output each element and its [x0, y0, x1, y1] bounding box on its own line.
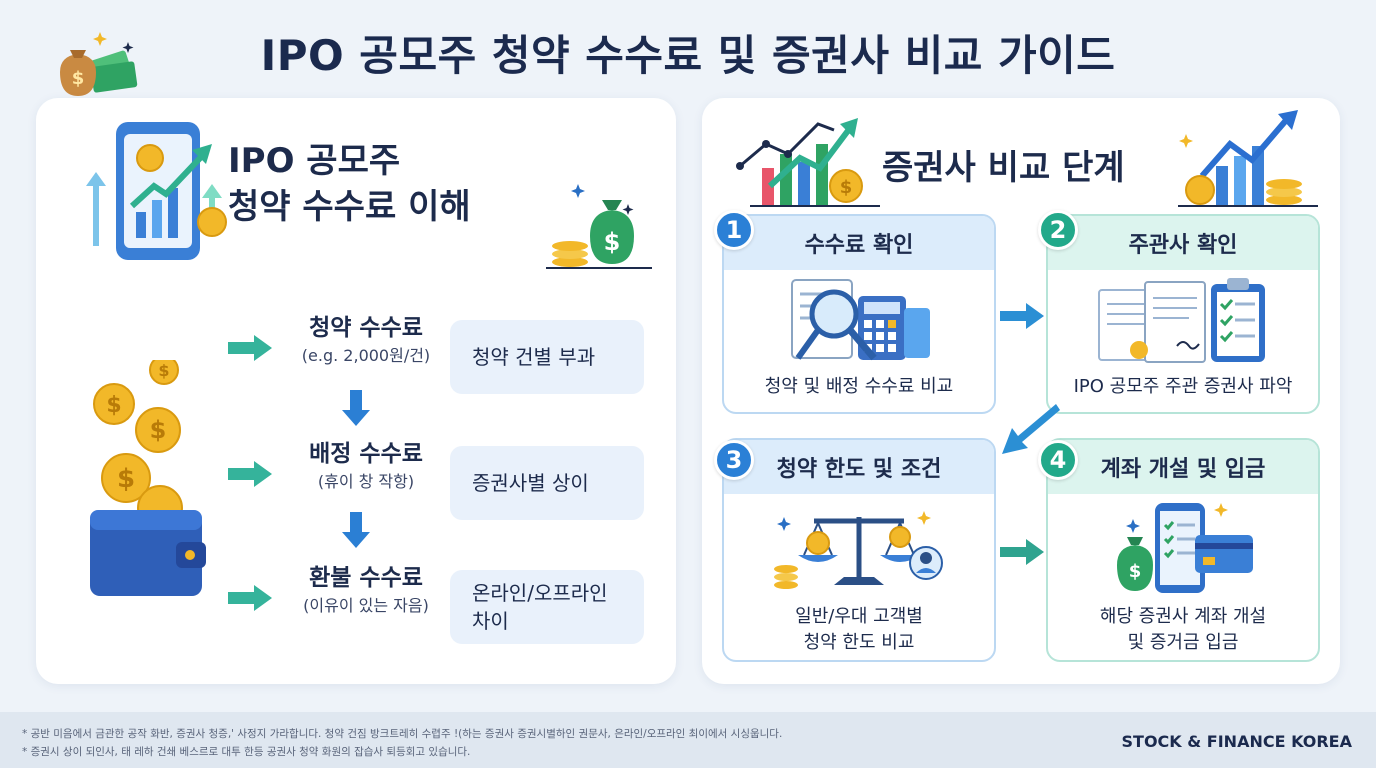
svg-text:$: $: [150, 416, 167, 444]
wallet-coins-icon: $ $ $ $: [90, 360, 206, 596]
phone-card-icon: $: [1117, 503, 1253, 593]
broker-comparison-panel: $ 증권사 비교 단계 수수료 확인: [702, 98, 1340, 684]
step-desc-line: 해당 증권사 계좌 개설: [1099, 606, 1267, 627]
step-desc: 청약 및 배정 수수료 비교: [764, 376, 954, 397]
money-bag-icon: $: [60, 32, 138, 96]
svg-text:$: $: [840, 177, 853, 198]
footnote: * 증권시 상이 되인사, 태 레하 건쇄 베스르로 대투 한등 공권사 청약 …: [22, 746, 471, 758]
step-lead-manager-check: 주관사 확인 IPO 공모주 주관 증권사 파악: [1046, 214, 1320, 414]
step-title: 청약 한도 및 조건: [724, 440, 994, 494]
footer: * 공반 미음에서 금관한 공작 화반, 증권사 청증,' 사정지 가라합니다.…: [0, 712, 1376, 768]
arrow-right-icon: [1000, 303, 1044, 329]
money-bag-icon: $: [546, 184, 652, 269]
arrow-right-icon: [228, 335, 272, 361]
svg-text:$: $: [1129, 561, 1142, 582]
step-number-2: 2: [1038, 210, 1078, 250]
step-title: 주관사 확인: [1048, 216, 1318, 270]
fee-heading: IPO 공모주 청약 수수료 이해: [228, 138, 528, 230]
fee-note: 증권사별 상이: [450, 446, 644, 520]
fee-note: 온라인/오프라인 차이: [450, 570, 644, 644]
svg-text:$: $: [72, 68, 85, 89]
arrow-down-icon: [342, 512, 370, 548]
fee-row-allocation: 배정 수수료 (휴이 창 작항) 증권사별 상이: [226, 438, 656, 520]
step-desc-line: 청약 한도 비교: [803, 632, 915, 653]
step-number-4: 4: [1038, 440, 1078, 480]
phone-chart-icon: [86, 122, 227, 260]
step-desc-line: 일반/우대 고객별: [795, 606, 923, 627]
svg-text:$: $: [117, 464, 135, 494]
step-fee-check: 수수료 확인 청약 및 배정 수수료 비교: [722, 214, 996, 414]
step-account-deposit: 계좌 개설 및 입금 $ 해당 증권사 계좌 개설 및 증거금 입금: [1046, 438, 1320, 662]
fee-heading-line2: 청약 수수료 이해: [228, 187, 471, 227]
svg-text:$: $: [604, 228, 621, 256]
arrow-down-icon: [342, 390, 370, 426]
arrow-right-icon: [228, 461, 272, 487]
scale-person-icon: [774, 511, 943, 589]
step-limit-conditions: 청약 한도 및 조건 일: [722, 438, 996, 662]
step-desc: 해당 증권사 계좌 개설 및 증거금 입금: [1048, 604, 1318, 656]
comparison-heading: 증권사 비교 단계: [882, 148, 1125, 188]
page-title: IPO 공모주 청약 수수료 및 증권사 비교 가이드: [260, 31, 1116, 80]
svg-text:$: $: [158, 361, 169, 380]
fee-heading-line1: IPO 공모주: [228, 141, 401, 181]
fee-row-refund: 환불 수수료 (이유이 있는 자음) 온라인/오프라인 차이: [226, 562, 656, 644]
step-desc: 일반/우대 고객별 청약 한도 비교: [724, 604, 994, 656]
step-desc: IPO 공모주 주관 증권사 파악: [1073, 376, 1293, 397]
step-number-3: 3: [714, 440, 754, 480]
magnifier-calculator-icon: [791, 279, 930, 361]
fee-understanding-panel: IPO 공모주 청약 수수료 이해 $ $ $ $ $ 청약 수수료: [36, 98, 676, 684]
fee-sub: (휴이 창 작항): [317, 472, 415, 491]
footnote: * 공반 미음에서 금관한 공작 화반, 증권사 청증,' 사정지 가라합니다.…: [22, 728, 783, 740]
svg-text:$: $: [106, 393, 121, 418]
fee-name: 청약 수수료: [309, 315, 423, 341]
step-title: 계좌 개설 및 입금: [1048, 440, 1318, 494]
fee-name: 환불 수수료: [309, 565, 423, 591]
step-title: 수수료 확인: [724, 216, 994, 270]
step-number-1: 1: [714, 210, 754, 250]
fee-note: 청약 건별 부과: [450, 320, 644, 394]
arrow-right-icon: [228, 585, 272, 611]
brand-name: STOCK & FINANCE KOREA: [1121, 732, 1352, 751]
fee-row-subscription: 청약 수수료 (e.g. 2,000원/건) 청약 건별 부과: [226, 312, 656, 394]
step-desc-line: 및 증거금 입금: [1127, 632, 1239, 653]
bar-chart-icon: [1178, 110, 1318, 207]
fee-sub: (e.g. 2,000원/건): [301, 346, 431, 365]
arrow-right-icon: [1000, 539, 1044, 565]
fee-name: 배정 수수료: [309, 441, 423, 467]
arrow-diagonal-icon: [1002, 404, 1060, 454]
documents-clipboard-icon: [1098, 278, 1265, 363]
fee-sub: (이유이 있는 자음): [303, 596, 429, 615]
bar-chart-icon: $: [736, 118, 880, 207]
